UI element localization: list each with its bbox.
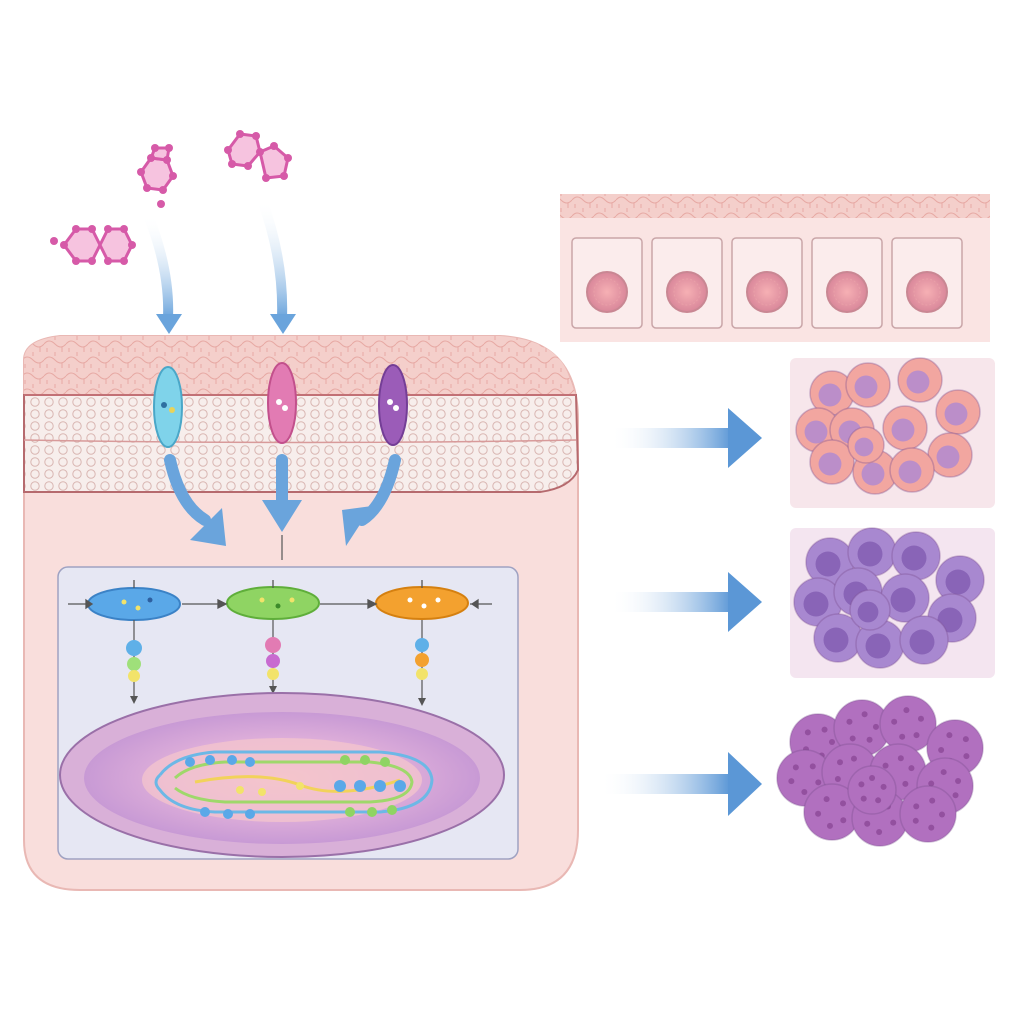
arrow-left-converge	[164, 454, 211, 526]
tumor-cell	[833, 699, 891, 757]
signaling-proteins	[87, 586, 469, 621]
epithelial-cell	[651, 237, 723, 329]
receptor-purple	[378, 364, 408, 446]
receptor-pink	[267, 362, 297, 444]
cascade-chain-orange	[415, 620, 429, 706]
dna-beads	[185, 755, 406, 819]
cascade-chains	[126, 620, 429, 706]
tumor-cell	[805, 537, 855, 587]
ligand-arrow-1	[143, 210, 174, 323]
normal-epithelium	[560, 194, 990, 342]
outcome-arrow-2	[610, 572, 762, 632]
outcome-arrow-3	[600, 752, 762, 816]
protein-blue	[87, 587, 181, 621]
ligand-arrow-2-head	[270, 314, 296, 334]
cell-cluster-violet	[793, 527, 985, 669]
tumor-cell	[803, 783, 861, 841]
receptors	[153, 362, 408, 448]
ligand-arrow-1-head	[156, 314, 182, 334]
tumor-cell	[849, 589, 891, 631]
tumor-cell	[847, 426, 885, 464]
epithelial-cell	[891, 237, 963, 329]
tumor-cell	[882, 405, 928, 451]
cell-cluster-pink	[795, 357, 981, 495]
tumor-cell	[809, 439, 855, 485]
arrow-center-converge-head	[262, 500, 302, 532]
cascade-chain-blue	[126, 620, 142, 704]
molecules	[50, 130, 292, 265]
tissue-mesh-layer	[23, 394, 580, 493]
arrow-right-converge	[356, 454, 401, 526]
molecule-1	[50, 225, 136, 265]
epithelial-cell	[571, 237, 643, 329]
cell-cluster-magenta	[776, 695, 984, 847]
ligand-arrow-2	[257, 195, 288, 323]
molecule-3	[224, 130, 292, 182]
membrane-lower	[23, 439, 577, 444]
cascade-chain-green	[265, 620, 281, 694]
arrow-left-converge-head	[190, 508, 226, 546]
epithelial-cell	[731, 237, 803, 329]
tumor-cell	[889, 447, 935, 493]
tumor-cell	[879, 695, 937, 753]
epithelium-surface	[560, 194, 990, 218]
tissue-top-layer	[24, 336, 576, 395]
epithelial-cell	[811, 237, 883, 329]
epithelial-cells	[571, 237, 963, 329]
tumor-cell	[813, 613, 863, 663]
tumor-cell	[855, 619, 905, 669]
tumor-cell	[847, 765, 897, 815]
tumor-cell	[899, 785, 957, 843]
tumor-cell	[847, 527, 897, 577]
protein-orange	[375, 586, 469, 620]
tumor-cell	[897, 357, 943, 403]
nucleus	[59, 692, 505, 858]
outcome-arrow-1	[610, 408, 762, 468]
converging-arrows	[164, 454, 401, 546]
molecule-2	[137, 144, 177, 208]
tumor-cell	[880, 573, 930, 623]
protein-links	[68, 580, 492, 610]
receptor-blue	[153, 366, 183, 448]
protein-green	[226, 586, 320, 620]
arrow-right-converge-head	[342, 506, 372, 546]
tumor-cell	[845, 362, 891, 408]
outcome-arrows	[600, 408, 762, 816]
cell-section	[23, 335, 580, 891]
ligand-arrows	[143, 195, 296, 334]
tumor-cell	[899, 615, 949, 665]
tumor-cell	[891, 531, 941, 581]
tumor-cell	[935, 389, 981, 435]
